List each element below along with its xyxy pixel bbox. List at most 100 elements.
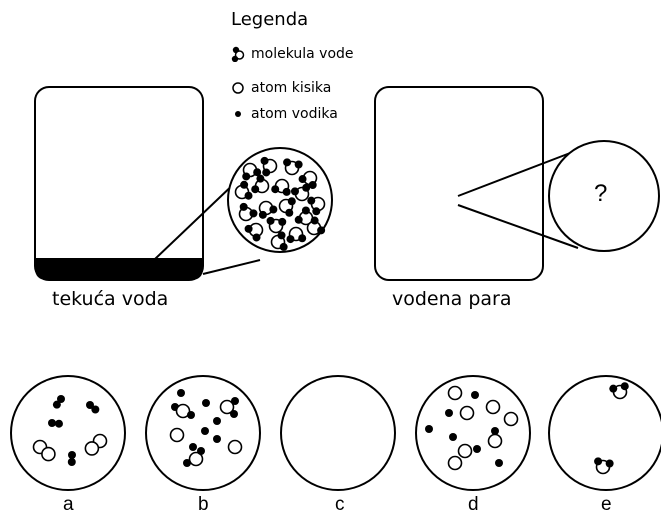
hydrogen-atom: [240, 180, 249, 189]
zoom-line-top: [154, 179, 239, 260]
hydrogen-atom: [312, 207, 321, 216]
hydrogen-atom: [302, 183, 311, 192]
hydrogen-atom: [287, 197, 296, 206]
oxygen-atom: [175, 403, 191, 419]
hydrogen-atom: [244, 224, 253, 233]
oxygen-atom: [84, 441, 100, 456]
hydrogen-atom: [213, 435, 221, 443]
hydrogen-atom: [308, 180, 317, 189]
water-molecule: [298, 170, 318, 189]
liquid-water-fill: [35, 258, 203, 280]
water-molecule: [244, 222, 264, 242]
water-molecule: [294, 206, 314, 226]
oxygen-atom-icon: [232, 82, 244, 94]
hydrogen-atom: [260, 156, 269, 165]
option-c-circle[interactable]: [280, 375, 396, 491]
hydrogen-atom: [249, 209, 258, 218]
option-d-label[interactable]: d: [468, 494, 479, 515]
option-b-label[interactable]: b: [198, 494, 209, 515]
hydrogen-atom: [294, 215, 303, 224]
water-molecule: [307, 196, 326, 216]
hydrogen-atom: [213, 417, 221, 425]
legend-title: Legenda: [231, 9, 309, 30]
hydrogen-atom: [197, 447, 205, 455]
option-e-label[interactable]: e: [601, 494, 612, 515]
hydrogen-atom: [269, 205, 278, 214]
hydrogen-atom: [279, 242, 288, 251]
option-a-circle[interactable]: [10, 375, 126, 491]
hydrogen-atom: [86, 401, 94, 409]
water-molecule: [266, 216, 287, 234]
hydrogen-atom: [183, 459, 191, 467]
oxygen-atom: [41, 446, 56, 462]
option-c-label[interactable]: c: [335, 494, 345, 515]
hydrogen-atom: [202, 399, 210, 407]
hydrogen-atom: [471, 391, 479, 399]
option-e-circle[interactable]: [548, 375, 661, 491]
hydrogen-atom: [310, 216, 319, 225]
water-molecule: [238, 202, 258, 222]
hydrogen-atom: [286, 235, 295, 244]
hydrogen-atom: [317, 226, 326, 235]
hydrogen-atom: [594, 457, 603, 466]
vapor-zoom-circle: [548, 140, 660, 252]
water-molecule: [258, 200, 278, 219]
water-molecule: [260, 156, 278, 177]
hydrogen-atom: [307, 196, 316, 205]
hydrogen-atom: [282, 187, 291, 196]
hydrogen-atom: [256, 174, 265, 183]
hydrogen-atom: [189, 443, 197, 451]
hydrogen-atom: [48, 419, 56, 427]
hydrogen-atom: [187, 411, 195, 419]
oxygen-atom: [503, 411, 519, 427]
water-molecule: [286, 226, 307, 244]
hydrogen-atom: [231, 397, 239, 405]
hydrogen-atom: [301, 206, 310, 215]
oxygen-atom: [487, 433, 503, 449]
water-molecule: [270, 231, 288, 251]
hydrogen-atom: [278, 217, 287, 226]
hydrogen-atom: [495, 459, 503, 467]
hydrogen-atom: [230, 410, 238, 418]
oxygen-atom: [447, 385, 463, 401]
water-molecule: [242, 162, 262, 181]
water-molecule: [278, 197, 296, 217]
hydrogen-atom: [277, 231, 286, 240]
hydrogen-atom: [253, 168, 262, 177]
legend-label-water-molecule: molekula vode: [251, 46, 354, 62]
zoom-line-bottom: [202, 259, 261, 275]
hydrogen-atom: [605, 459, 614, 468]
hydrogen-atom: [244, 191, 253, 200]
oxygen-atom: [457, 443, 473, 459]
hydrogen-atom: [177, 389, 185, 397]
water-molecule: [594, 457, 614, 475]
vapor-container: [374, 86, 544, 281]
oxygen-atom: [188, 451, 204, 467]
hydrogen-atom: [201, 427, 209, 435]
water-molecule: [234, 180, 253, 200]
oxygen-atom: [459, 405, 475, 421]
liquid-molecules: [234, 156, 326, 251]
hydrogen-atom: [91, 405, 100, 414]
liquid-water-label: tekuća voda: [52, 288, 169, 310]
legend-item-hydrogen-atom: atom vodika: [231, 106, 338, 122]
water-molecule: [271, 178, 291, 196]
water-molecule: [290, 183, 311, 202]
hydrogen-atom: [425, 425, 433, 433]
hydrogen-atom: [52, 400, 61, 409]
oxygen-atom: [219, 399, 235, 415]
option-contents: [32, 382, 629, 475]
hydrogen-atom: [298, 234, 307, 243]
hydrogen-atom: [491, 427, 499, 435]
hydrogen-atom: [283, 158, 292, 167]
liquid-water-container: [34, 86, 204, 281]
water-molecule: [609, 382, 629, 400]
vapor-zoom-line-top: [457, 149, 579, 197]
legend-label-oxygen-atom: atom kisika: [251, 80, 332, 96]
hydrogen-atom: [251, 185, 260, 194]
water-vapor-label: vodena para: [392, 288, 512, 310]
hydrogen-atom: [294, 160, 303, 169]
hydrogen-atom: [473, 445, 481, 453]
option-a-label[interactable]: a: [63, 494, 74, 515]
